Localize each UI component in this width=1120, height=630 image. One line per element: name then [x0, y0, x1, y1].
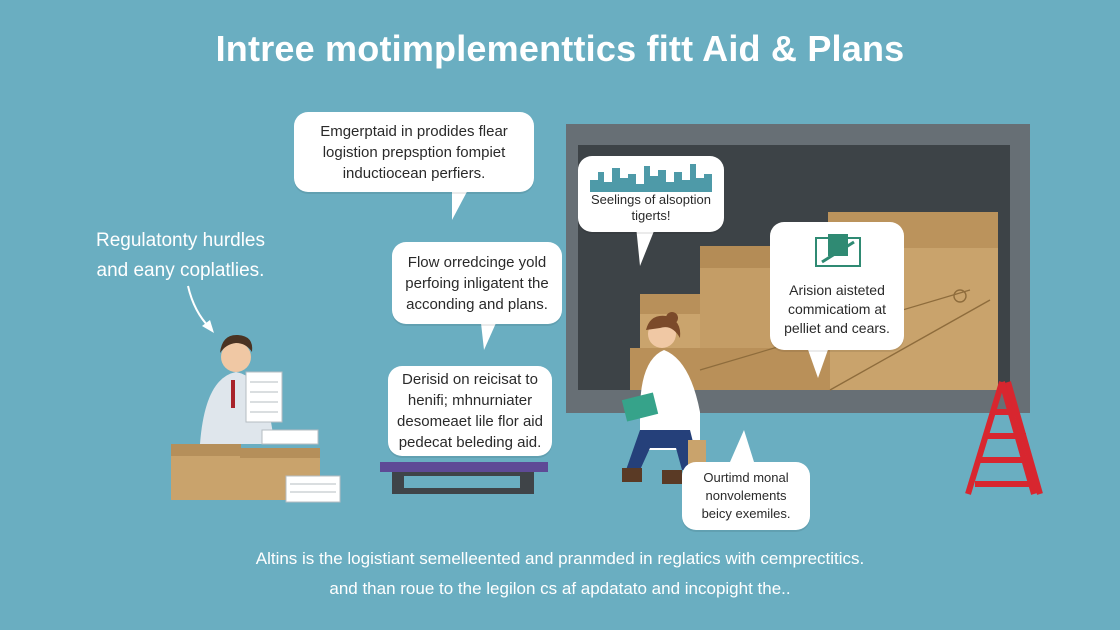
pallet — [380, 462, 548, 494]
footer-caption: Altins is the logistiant semelleented an… — [255, 549, 865, 598]
worker-with-papers — [171, 334, 341, 503]
city-skyline-icon — [590, 164, 712, 192]
arrow-icon — [187, 285, 211, 329]
page-title: Intree motimplementtics fitt Aid & Plans — [215, 28, 905, 69]
speech-bubble-top: Emgerptaid in prodides flear logistion p… — [294, 112, 534, 192]
regulatory-note: Regulatonty hurdles and eany coplatlies. — [96, 230, 265, 281]
speech-bubble-board-left: Seelings of alsoption tigerts! — [578, 156, 724, 232]
speech-bubble-middle: Flow orredcinge yold perfoing inligatent… — [392, 242, 562, 324]
speech-bubble-board-right: Arision aisteted commicatiom at pelliet … — [770, 222, 904, 350]
tablet-icon — [621, 392, 659, 422]
document-stack-icon — [245, 371, 341, 503]
speech-bubble-bottom-right: Ourtimd monal nonvolements beicy exemile… — [682, 462, 810, 530]
certificate-icon — [815, 234, 861, 267]
ladder-icon — [965, 381, 1043, 495]
speech-bubble-lower: Derisid on reicisat to henifi; mhnurniat… — [388, 366, 552, 456]
